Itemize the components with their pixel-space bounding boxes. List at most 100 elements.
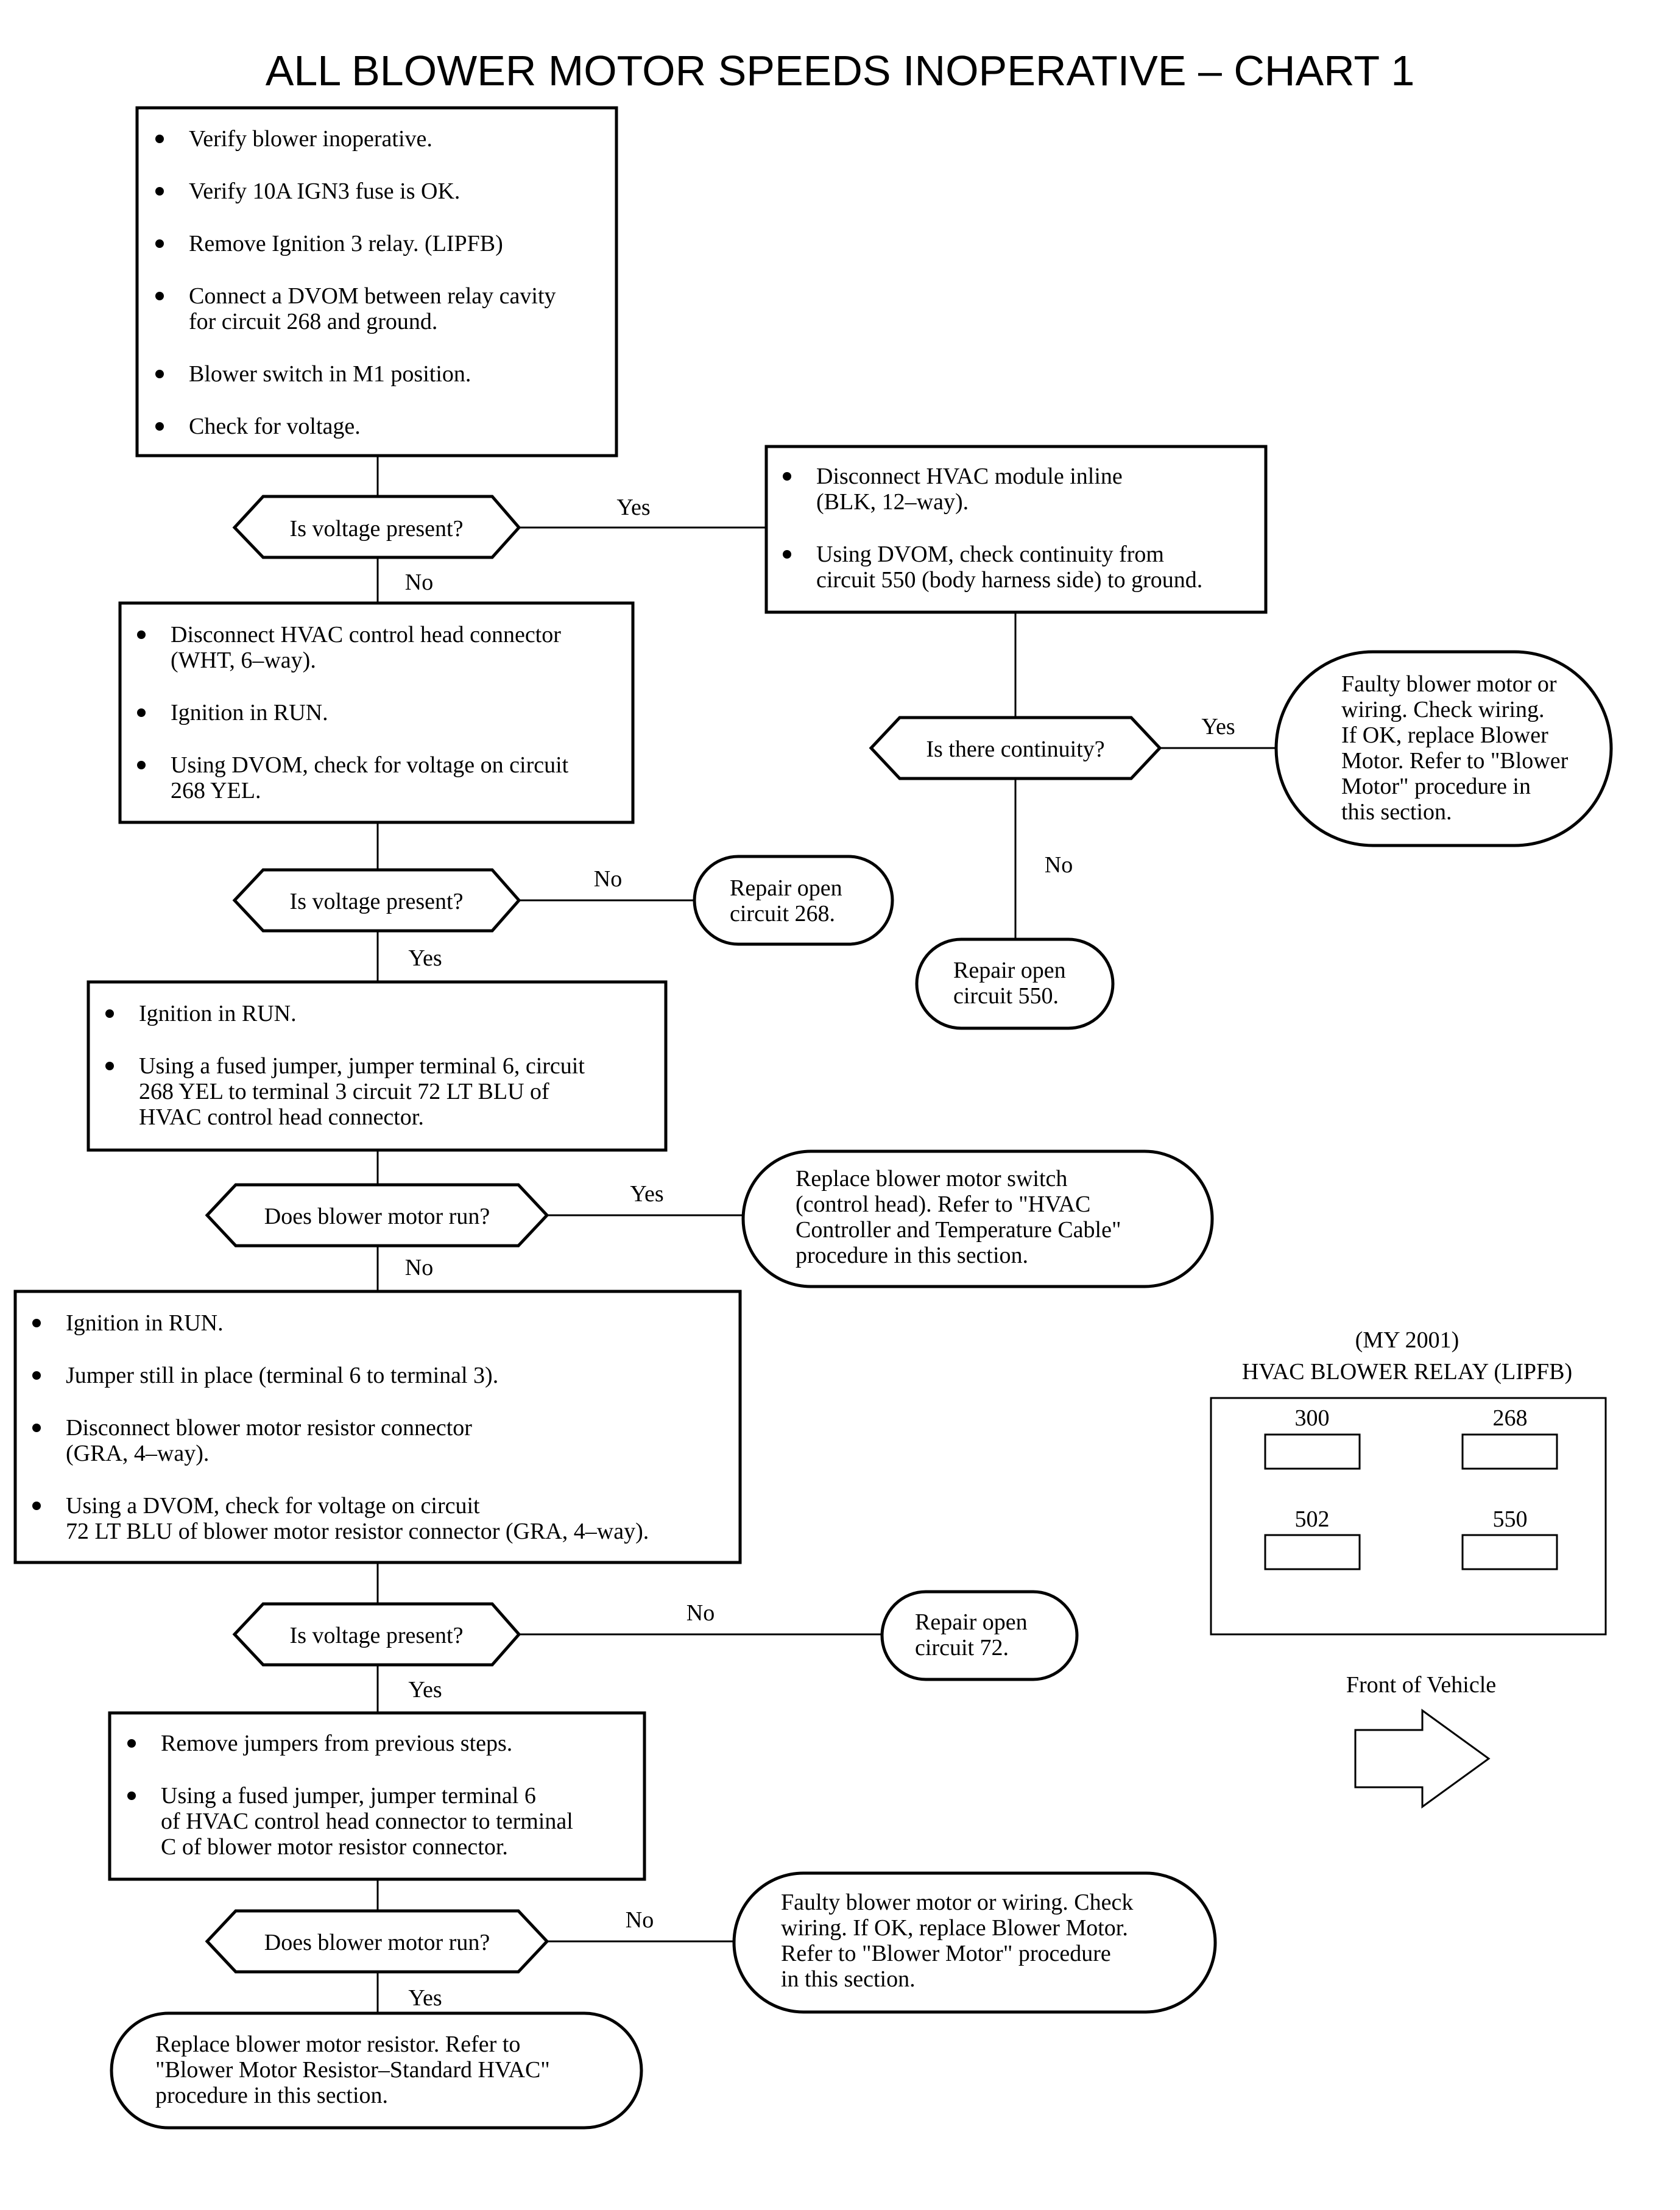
relay-terminal-label: 268 <box>1493 1405 1528 1431</box>
result-text: "Blower Motor Resistor–Standard HVAC" <box>155 2057 550 2083</box>
result-text: wiring. If OK, replace Blower Motor. <box>781 1915 1128 1941</box>
step-text: Disconnect blower motor resistor connect… <box>66 1415 472 1441</box>
bullet-icon <box>127 1792 136 1800</box>
yes-label: Yes <box>1201 714 1235 740</box>
relay-diagram: (MY 2001) HVAC BLOWER RELAY (LIPFB) 300 … <box>1210 1327 1607 1809</box>
bullet-icon <box>127 1739 136 1748</box>
no-label: No <box>405 570 433 595</box>
step-text: of HVAC control head connector to termin… <box>161 1809 573 1834</box>
result-text: in this section. <box>781 1966 916 1992</box>
no-label: No <box>405 1255 433 1280</box>
result-text: this section. <box>1341 799 1452 825</box>
result-text: Repair open <box>915 1609 1028 1635</box>
decision-continuity: Is there continuity? <box>869 716 1162 780</box>
result-text: Faulty blower motor or wiring. Check <box>781 1890 1133 1915</box>
yes-label: Yes <box>630 1181 663 1207</box>
bullet-icon <box>155 239 164 248</box>
front-of-vehicle-label: Front of Vehicle <box>1346 1672 1496 1698</box>
procedure-box-4: Ignition in RUN. Jumper still in place (t… <box>13 1290 742 1564</box>
procedure-box-1: Verify blower inoperative.Verify 10A IGN… <box>135 106 618 457</box>
result-text: Motor. Refer to "Blower <box>1341 748 1569 774</box>
step-text: Ignition in RUN. <box>66 1310 224 1336</box>
result-text: If OK, replace Blower <box>1341 722 1548 748</box>
relay-name: HVAC BLOWER RELAY (LIPFB) <box>1242 1359 1572 1385</box>
no-label: No <box>1045 852 1073 878</box>
branch-labels: Yes No Yes No No Yes Yes No No Yes No Ye… <box>405 495 1235 2011</box>
result-text: Replace blower motor resistor. Refer to <box>155 2032 520 2057</box>
step-text: for circuit 268 and ground. <box>189 309 437 334</box>
step-text: Disconnect HVAC module inline <box>816 464 1123 489</box>
svg-text:Is there continuity?: Is there continuity? <box>926 736 1104 762</box>
bullet-icon <box>32 1424 41 1432</box>
svg-text:Is voltage present?: Is voltage present? <box>290 1623 464 1648</box>
result-text: procedure in this section. <box>155 2083 388 2108</box>
result-text: circuit 72. <box>915 1635 1009 1661</box>
step-text: Blower switch in M1 position. <box>189 361 471 387</box>
result-text: circuit 268. <box>730 901 835 927</box>
bullet-icon <box>32 1502 41 1510</box>
svg-text:Is voltage present?: Is voltage present? <box>290 516 464 542</box>
decision-blower-runs-2: Does blower motor run? <box>205 1909 549 1974</box>
step-text: Jumper still in place (terminal 6 to ter… <box>66 1363 498 1388</box>
page-title: ALL BLOWER MOTOR SPEEDS INOPERATIVE – CH… <box>266 47 1415 94</box>
result-text: Motor" procedure in <box>1341 774 1531 799</box>
procedure-box-2: Disconnect HVAC control head connector(W… <box>118 601 635 824</box>
result-text: circuit 550. <box>953 983 1059 1009</box>
step-text: 268 YEL. <box>171 778 261 803</box>
step-text: 268 YEL to terminal 3 circuit 72 LT BLU … <box>139 1079 549 1104</box>
step-text: Check for voltage. <box>189 414 361 439</box>
relay-terminal-label: 502 <box>1295 1506 1330 1532</box>
step-text: Ignition in RUN. <box>139 1001 297 1026</box>
step-text: Using a fused jumper, jumper terminal 6,… <box>139 1053 585 1079</box>
relay-terminal <box>1264 1534 1361 1570</box>
step-text: Ignition in RUN. <box>171 700 328 725</box>
bullet-icon <box>783 472 791 481</box>
step-text: HVAC control head connector. <box>139 1104 424 1130</box>
bullet-icon <box>155 370 164 378</box>
step-text: Connect a DVOM between relay cavity <box>189 283 556 309</box>
bullet-icon <box>105 1009 114 1018</box>
svg-text:Is voltage present?: Is voltage present? <box>290 889 464 914</box>
bullet-icon <box>155 292 164 300</box>
step-text: circuit 550 (body harness side) to groun… <box>816 567 1202 593</box>
step-text: 72 LT BLU of blower motor resistor conne… <box>66 1519 649 1544</box>
result-text: Faulty blower motor or <box>1341 671 1557 697</box>
relay-terminal-label: 300 <box>1295 1405 1330 1431</box>
yes-label: Yes <box>408 945 442 971</box>
bullet-icon <box>155 135 164 143</box>
result-text: wiring. Check wiring. <box>1341 697 1545 722</box>
step-text: (WHT, 6–way). <box>171 648 316 673</box>
result-faulty-motor-2: Faulty blower motor or wiring. Checkwiri… <box>732 1871 1217 2014</box>
step-text: (GRA, 4–way). <box>66 1441 209 1466</box>
relay-terminal <box>1461 1433 1558 1470</box>
no-label: No <box>626 1907 654 1933</box>
connectors <box>376 456 1276 2013</box>
bullet-icon <box>155 422 164 431</box>
bullet-icon <box>137 761 146 769</box>
decision-voltage-present-2: Is voltage present? <box>232 868 521 933</box>
decision-voltage-present: Is voltage present? <box>232 495 521 559</box>
svg-text:Does blower motor run?: Does blower motor run? <box>264 1204 490 1229</box>
result-text: Repair open <box>953 958 1066 983</box>
bullet-icon <box>137 630 146 639</box>
decision-blower-runs: Does blower motor run? <box>205 1183 549 1248</box>
yes-label: Yes <box>616 495 650 520</box>
decision-voltage-present-3: Is voltage present? <box>232 1602 521 1667</box>
relay-year: (MY 2001) <box>1355 1327 1459 1353</box>
svg-text:Does blower motor run?: Does blower motor run? <box>264 1930 490 1955</box>
yes-label: Yes <box>408 1985 442 2011</box>
result-replace-resistor: Replace blower motor resistor. Refer to"… <box>110 2011 643 2130</box>
relay-terminal <box>1461 1534 1558 1570</box>
step-text: Using DVOM, check for voltage on circuit <box>171 752 569 778</box>
no-label: No <box>686 1600 715 1626</box>
relay-terminal-label: 550 <box>1493 1506 1528 1532</box>
result-text: Controller and Temperature Cable" <box>796 1217 1121 1243</box>
procedure-box-hvac-inline: Disconnect HVAC module inline(BLK, 12–wa… <box>764 445 1268 614</box>
result-text: Repair open <box>730 875 842 901</box>
step-text: Using a fused jumper, jumper terminal 6 <box>161 1783 536 1809</box>
step-text: Verify 10A IGN3 fuse is OK. <box>189 178 460 204</box>
step-text: Remove Ignition 3 relay. (LIPFB) <box>189 231 503 256</box>
